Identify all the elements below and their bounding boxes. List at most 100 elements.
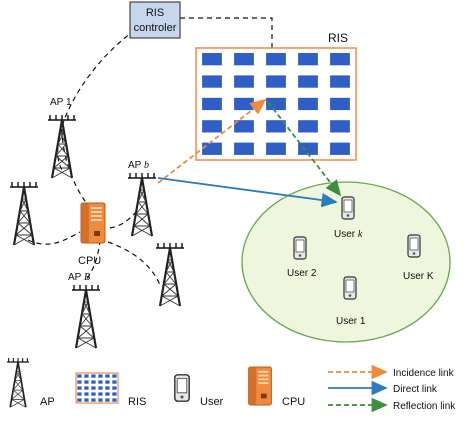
ris-element-r5-c3 xyxy=(266,142,286,155)
legend-ris-element-r3-c1 xyxy=(77,386,82,390)
ap-1: AP 1 xyxy=(46,97,78,180)
user-1-phone-icon xyxy=(343,276,357,300)
ris-element-r3-c4 xyxy=(298,97,318,111)
ap-1-label: AP 1 xyxy=(50,97,72,108)
user-k-phone-icon xyxy=(341,196,355,220)
ris-element-r3-c5 xyxy=(330,97,350,111)
user-2-phone-icon xyxy=(293,236,307,260)
legend: AP RIS User CPU Incidence link Direct li… xyxy=(6,357,456,413)
legend-ris-icon xyxy=(75,372,119,404)
ris-controller-label-line1: RIS xyxy=(146,7,164,19)
ris-element-r4-c3 xyxy=(266,120,286,133)
legend-incidence-label: Incidence link xyxy=(393,368,455,379)
legend-direct-label: Direct link xyxy=(393,384,438,395)
legend-ris-element-r1-c6 xyxy=(112,374,117,378)
legend-ris-element-r5-c1 xyxy=(77,398,82,402)
legend-ris-element-r2-c2 xyxy=(84,380,89,384)
ap-right-tower-icon xyxy=(154,241,186,308)
legend-ris-element-r3-c6 xyxy=(112,386,117,390)
ap-left xyxy=(8,180,40,247)
ap-left-tower-icon xyxy=(8,180,40,247)
ris-element-r1-c1 xyxy=(202,53,222,66)
ap-B-label: AP B xyxy=(68,272,90,283)
legend-ris-element-r4-c4 xyxy=(98,392,103,396)
legend-ap: AP xyxy=(6,357,55,409)
ris-controller-label-line2: controler xyxy=(134,22,177,34)
ris-controller: RIS controler xyxy=(129,1,181,39)
ris-element-r3-c3 xyxy=(266,97,286,111)
ris-element-r5-c5 xyxy=(330,142,350,155)
user-k: User k xyxy=(334,196,363,240)
ris-element-r2-c2 xyxy=(234,75,254,88)
ris-controller-box xyxy=(129,1,181,39)
incidence-link xyxy=(157,98,267,184)
legend-ris-element-r3-c5 xyxy=(105,386,110,390)
ris-element-r1-c2 xyxy=(234,53,254,66)
fronthaul-ap-left xyxy=(27,231,81,245)
ap-b: AP b xyxy=(126,160,158,238)
legend-ris-element-r5-c6 xyxy=(112,398,117,402)
legend-ris-element-r2-c3 xyxy=(91,380,96,384)
user-K-phone-icon xyxy=(407,234,421,258)
reflection-link xyxy=(267,101,342,197)
legend-ris: RIS xyxy=(75,372,146,408)
ris-element-r3-c2 xyxy=(234,97,254,111)
legend-ap-label: AP xyxy=(40,396,55,408)
legend-cpu-icon xyxy=(248,366,272,406)
legend-ris-label: RIS xyxy=(128,396,146,408)
ris-element-r1-c3 xyxy=(266,53,286,66)
legend-ris-element-r1-c3 xyxy=(91,374,96,378)
ris-elements xyxy=(202,53,350,155)
legend-ris-element-r3-c4 xyxy=(98,386,103,390)
ap-b-label: AP b xyxy=(128,160,149,171)
ris-element-r2-c5 xyxy=(330,75,350,88)
user-1: User 1 xyxy=(336,276,366,327)
legend-direct-link: Direct link xyxy=(328,380,438,396)
cpu-node: CPU xyxy=(78,202,106,267)
controller-ris-link xyxy=(180,17,273,48)
legend-ap-tower-icon xyxy=(6,357,30,409)
legend-incidence-link: Incidence link xyxy=(328,364,455,380)
legend-ris-element-r1-c5 xyxy=(105,374,110,378)
legend-ris-element-r4-c3 xyxy=(91,392,96,396)
fronthaul-apB xyxy=(85,239,101,281)
cpu-label: CPU xyxy=(78,255,101,267)
ris-element-r4-c4 xyxy=(298,120,318,133)
fronthaul-ap-right xyxy=(107,241,161,286)
ris-element-r1-c5 xyxy=(330,53,350,66)
legend-ris-element-r1-c2 xyxy=(84,374,89,378)
ap-right xyxy=(154,241,186,308)
fronthaul-ap1 xyxy=(61,119,89,206)
ap-B-tower-icon xyxy=(70,283,102,350)
cpu-icon xyxy=(80,202,106,244)
legend-user-phone-icon xyxy=(174,374,190,402)
legend-ris-element-r5-c3 xyxy=(91,398,96,402)
user-K-label: User K xyxy=(403,271,434,282)
user-k-label: User k xyxy=(334,229,363,240)
legend-reflection-link: Reflection link xyxy=(328,397,456,413)
ris-element-r1-c4 xyxy=(298,53,318,66)
ris-element-r4-c5 xyxy=(330,120,350,133)
legend-ris-element-r1-c1 xyxy=(77,374,82,378)
ris-element-r5-c1 xyxy=(202,142,222,155)
legend-ris-element-r2-c6 xyxy=(112,380,117,384)
legend-cpu: CPU xyxy=(248,366,305,408)
user-2: User 2 xyxy=(287,236,317,279)
user-1-label: User 1 xyxy=(336,316,366,327)
direct-link xyxy=(157,177,338,208)
ris-element-r3-c1 xyxy=(202,97,222,111)
legend-reflection-label: Reflection link xyxy=(393,401,456,412)
legend-ris-element-r3-c2 xyxy=(84,386,89,390)
legend-ris-element-r3-c3 xyxy=(91,386,96,390)
legend-ris-element-r4-c6 xyxy=(112,392,117,396)
legend-user-label: User xyxy=(200,396,224,408)
ris-panel: RIS xyxy=(195,31,357,161)
legend-ris-element-r5-c2 xyxy=(84,398,89,402)
ap-B: AP B xyxy=(68,272,102,350)
ris-element-r2-c4 xyxy=(298,75,318,88)
ris-element-r4-c2 xyxy=(234,120,254,133)
legend-cpu-label: CPU xyxy=(282,396,305,408)
ris-label: RIS xyxy=(328,31,348,45)
legend-ris-element-r2-c5 xyxy=(105,380,110,384)
